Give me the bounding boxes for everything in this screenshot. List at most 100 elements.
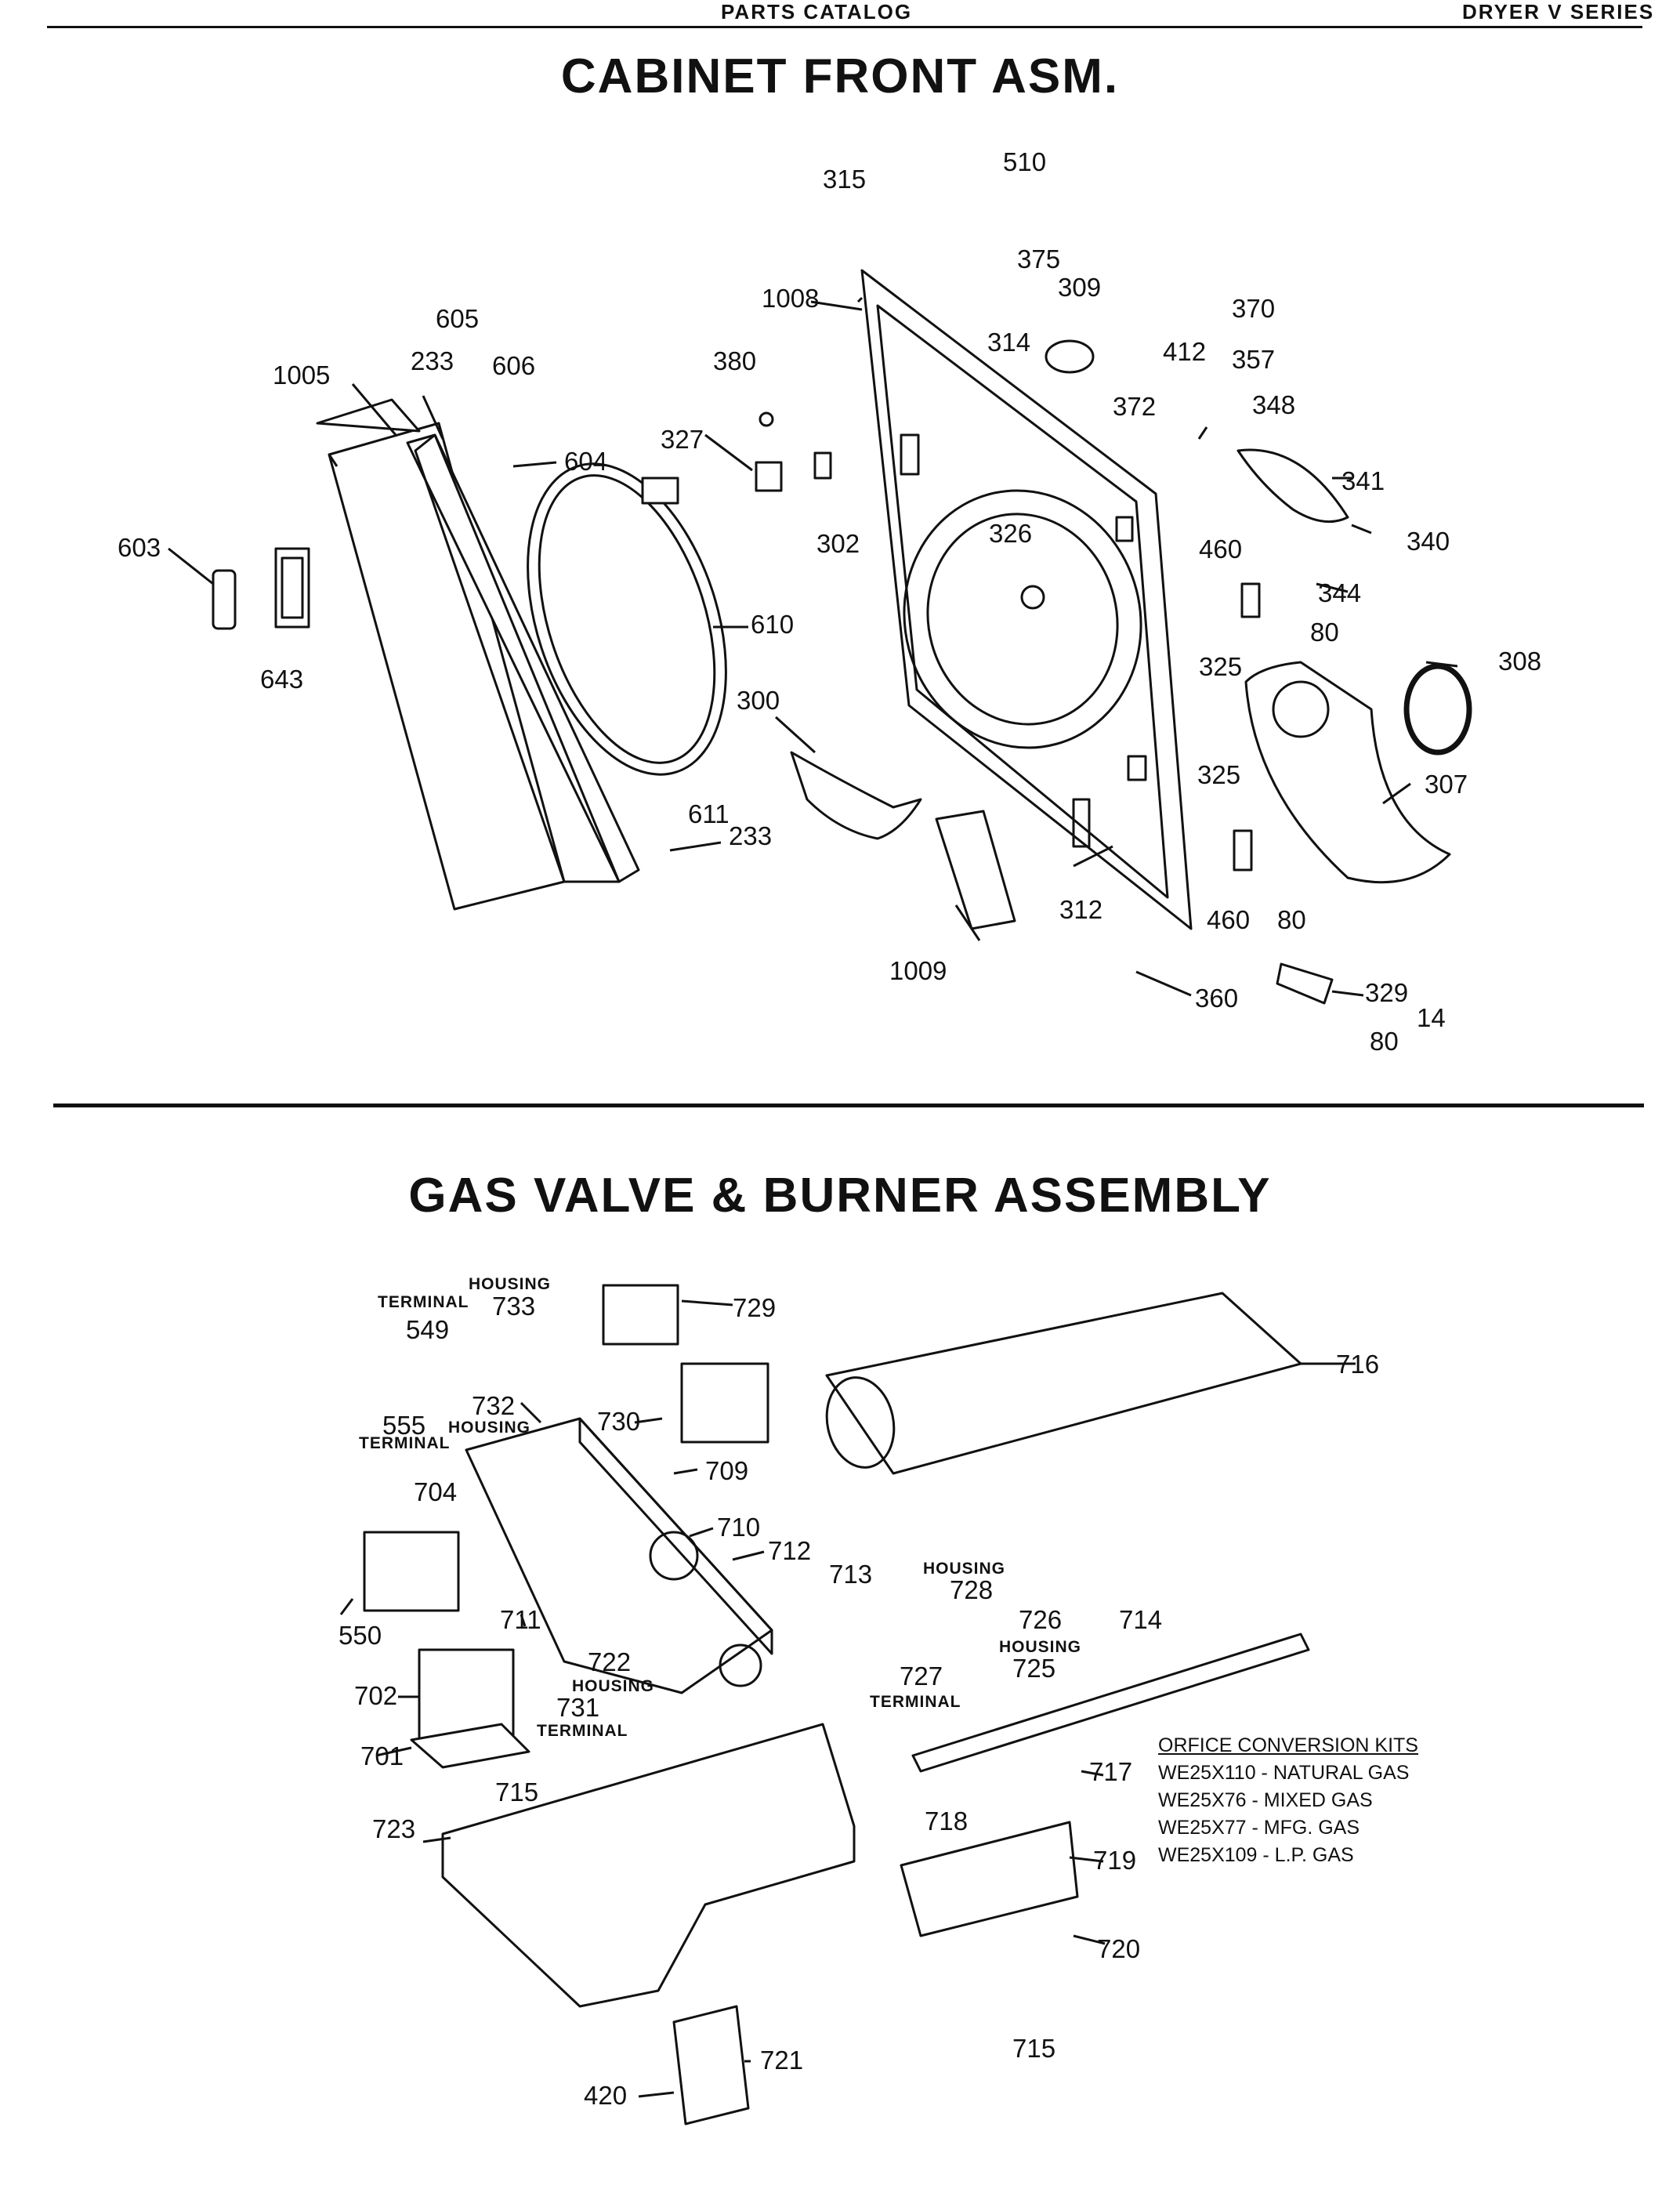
callout-300: 300 [737,686,780,715]
cabinet-front-panel [860,269,1193,930]
callout-412: 412 [1163,337,1206,366]
callout-718: 718 [925,1807,968,1836]
callout-606: 606 [492,351,535,380]
callout-80c: 80 [1370,1027,1399,1056]
callout-704: 704 [414,1477,457,1506]
callout-329: 329 [1365,978,1408,1007]
callout-341: 341 [1341,466,1385,495]
callout-315: 315 [823,165,866,194]
callout-460: 460 [1199,535,1242,564]
callout-610: 610 [751,610,794,639]
door-inner-panel [406,433,640,883]
callout-314: 314 [987,328,1030,357]
header-catalog: PARTS CATALOG [721,0,913,24]
callout-14: 14 [1417,1003,1446,1032]
kit-item: WE25X109 - L.P. GAS [1158,1844,1354,1866]
callout-723: 723 [372,1814,415,1843]
callout-terminal-555: TERMINAL [359,1434,451,1452]
callout-603: 603 [118,533,161,562]
callout-326: 326 [989,519,1032,548]
callout-340: 340 [1407,527,1450,556]
kit-item: WE25X110 - NATURAL GAS [1158,1762,1410,1784]
callout-1009: 1009 [889,956,947,985]
exhaust-duct [1244,661,1451,884]
callout-80b: 80 [1277,905,1306,934]
callout-terminal-731: TERMINAL [537,1722,628,1740]
section-divider [53,1104,1644,1107]
kit-item: WE25X76 - MIXED GAS [1158,1789,1373,1811]
orifice-conversion-kits: ORFICE CONVERSION KITS WE25X110 - NATURA… [1158,1732,1418,1869]
burner-frame-723 [441,1723,856,2008]
callout-308: 308 [1498,647,1541,676]
callout-357: 357 [1232,345,1275,374]
callout-643: 643 [260,665,303,694]
callout-550: 550 [339,1621,382,1650]
lint-filter-grille [790,751,922,840]
callout-717: 717 [1089,1757,1132,1786]
callout-611: 611 [688,799,730,828]
kit-item: WE25X77 - MFG. GAS [1158,1817,1360,1839]
callout-728: 728 [950,1575,993,1604]
callout-711: 711 [500,1605,541,1634]
callout-309: 309 [1058,273,1101,302]
callout-716: 716 [1336,1350,1379,1379]
callout-730: 730 [597,1407,640,1436]
callout-housing-731: HOUSING [572,1677,654,1695]
callout-terminal-549: TERMINAL [378,1293,469,1311]
callout-731: 731 [556,1693,599,1722]
kits-title: ORFICE CONVERSION KITS [1158,1734,1418,1756]
bracket-721 [672,2005,750,2125]
callout-722: 722 [588,1647,631,1676]
door-catch-plate [274,547,310,629]
callout-housing-732: HOUSING [448,1419,530,1437]
callout-80: 80 [1310,618,1339,647]
callout-727: 727 [900,1662,943,1691]
header-rule [47,26,1642,28]
callout-712: 712 [768,1536,811,1565]
section-title-gas-valve: GAS VALVE & BURNER ASSEMBLY [408,1169,1272,1223]
callout-720: 720 [1097,1934,1140,1963]
grille-340 [1236,448,1349,524]
callouts-gas-valve: HOUSING 733 729 TERMINAL 549 716 732 555… [339,1275,1379,2110]
callout-372: 372 [1113,392,1156,421]
valve-coil [602,1284,679,1346]
callout-710: 710 [717,1513,760,1542]
callout-420: 420 [584,2081,627,2110]
callout-510: 510 [1003,147,1046,176]
callout-312: 312 [1059,895,1102,924]
callout-327: 327 [661,425,704,454]
callout-725: 725 [1012,1654,1055,1683]
callout-380: 380 [713,346,756,375]
callout-325: 325 [1199,652,1242,681]
callout-732: 732 [472,1391,515,1420]
callout-733: 733 [492,1292,535,1321]
callout-360: 360 [1195,984,1238,1013]
callout-460b: 460 [1207,905,1250,934]
callout-715: 715 [495,1778,538,1807]
callout-housing-725: HOUSING [999,1638,1081,1656]
callout-555: 555 [382,1411,425,1440]
gas-tube-714 [911,1633,1310,1773]
callout-233: 233 [411,346,454,375]
callout-370: 370 [1232,294,1275,323]
lint-filter [935,810,1016,930]
header-series: DRYER V SERIES [1462,0,1655,24]
callout-1005: 1005 [273,361,330,390]
callout-549: 549 [406,1315,449,1344]
callout-233b: 233 [729,821,772,850]
callout-375: 375 [1017,245,1060,274]
callout-1008: 1008 [762,284,819,313]
callout-713: 713 [829,1560,872,1589]
burner-tube [825,1292,1302,1475]
callouts-cabinet: 315 510 375 309 1008 314 370 412 357 605… [118,147,1541,1056]
callout-604: 604 [564,447,607,476]
section-title-cabinet: CABINET FRONT ASM. [560,49,1120,103]
callout-348: 348 [1252,390,1295,419]
door-handle [212,569,237,630]
callout-726: 726 [1019,1605,1062,1634]
plate-720 [900,1821,1079,1937]
callout-719: 719 [1093,1846,1136,1875]
callout-housing-728: HOUSING [923,1560,1005,1578]
callout-701: 701 [360,1741,404,1770]
